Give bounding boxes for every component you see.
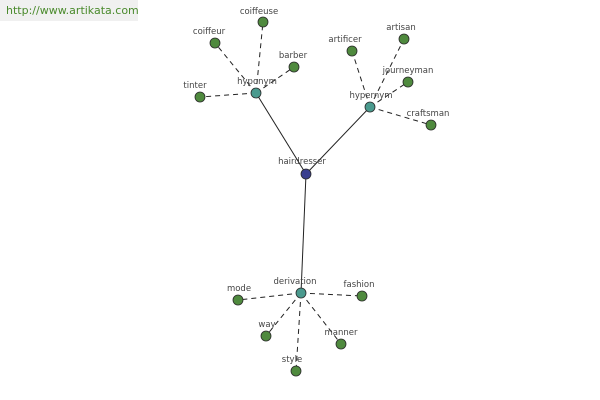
label-hypernym: hypernym <box>349 91 392 101</box>
node-way[interactable] <box>260 330 272 342</box>
edge-derivation-fashion <box>300 292 363 297</box>
label-artificer: artificer <box>328 35 362 45</box>
node-manner[interactable] <box>335 338 347 350</box>
edge-derivation-way <box>265 292 302 337</box>
label-hyponym: hyponym <box>237 77 277 87</box>
node-hyponym[interactable] <box>250 87 262 99</box>
node-hypernym[interactable] <box>364 101 376 113</box>
node-journeyman[interactable] <box>402 76 414 88</box>
edge-hypernym-artificer <box>351 50 371 108</box>
edge-hyponym-barber <box>255 66 295 94</box>
node-derivation[interactable] <box>295 287 307 299</box>
edge-derivation-manner <box>300 292 342 345</box>
node-fashion[interactable] <box>356 290 368 302</box>
label-journeyman: journeyman <box>382 66 434 76</box>
edge-hypernym-journeyman <box>369 81 409 108</box>
edge-hypernym-craftsman <box>369 106 432 126</box>
edge-derivation-style <box>295 292 302 372</box>
edge-hairdresser-hypernym <box>305 106 371 175</box>
site-url-link[interactable]: http://www.artikata.com <box>0 0 139 21</box>
node-hairdresser[interactable] <box>300 168 312 180</box>
edge-hyponym-tinter <box>199 92 257 98</box>
label-way: way <box>258 320 275 330</box>
edge-hyponym-coiffeur <box>214 42 257 94</box>
node-mode[interactable] <box>232 294 244 306</box>
edge-hairdresser-hyponym <box>255 92 307 175</box>
label-tinter: tinter <box>183 81 207 91</box>
node-artisan[interactable] <box>398 33 410 45</box>
label-derivation: derivation <box>273 277 316 287</box>
node-barber[interactable] <box>288 61 300 73</box>
label-fashion: fashion <box>344 280 375 290</box>
label-manner: manner <box>325 328 358 338</box>
graph-nodes <box>194 16 437 377</box>
node-craftsman[interactable] <box>425 119 437 131</box>
edge-hyponym-coiffeuse <box>255 21 264 94</box>
node-style[interactable] <box>290 365 302 377</box>
node-coiffeur[interactable] <box>209 37 221 49</box>
label-hairdresser: hairdresser <box>278 157 326 167</box>
edge-derivation-mode <box>237 292 302 301</box>
node-artificer[interactable] <box>346 45 358 57</box>
label-barber: barber <box>279 51 308 61</box>
edge-hypernym-artisan <box>369 38 405 108</box>
label-style: style <box>282 355 302 365</box>
label-coiffeuse: coiffeuse <box>240 7 278 17</box>
graph-labels: coiffeuse coiffeur barber tinter artificer ar… <box>183 7 449 365</box>
graph-edges <box>199 21 432 372</box>
node-tinter[interactable] <box>194 91 206 103</box>
label-craftsman: craftsman <box>407 109 450 119</box>
edge-hairdresser-derivation <box>300 173 307 294</box>
label-coiffeur: coiffeur <box>193 27 226 37</box>
label-mode: mode <box>227 284 251 294</box>
label-artisan: artisan <box>386 23 415 33</box>
node-coiffeuse[interactable] <box>257 16 269 28</box>
